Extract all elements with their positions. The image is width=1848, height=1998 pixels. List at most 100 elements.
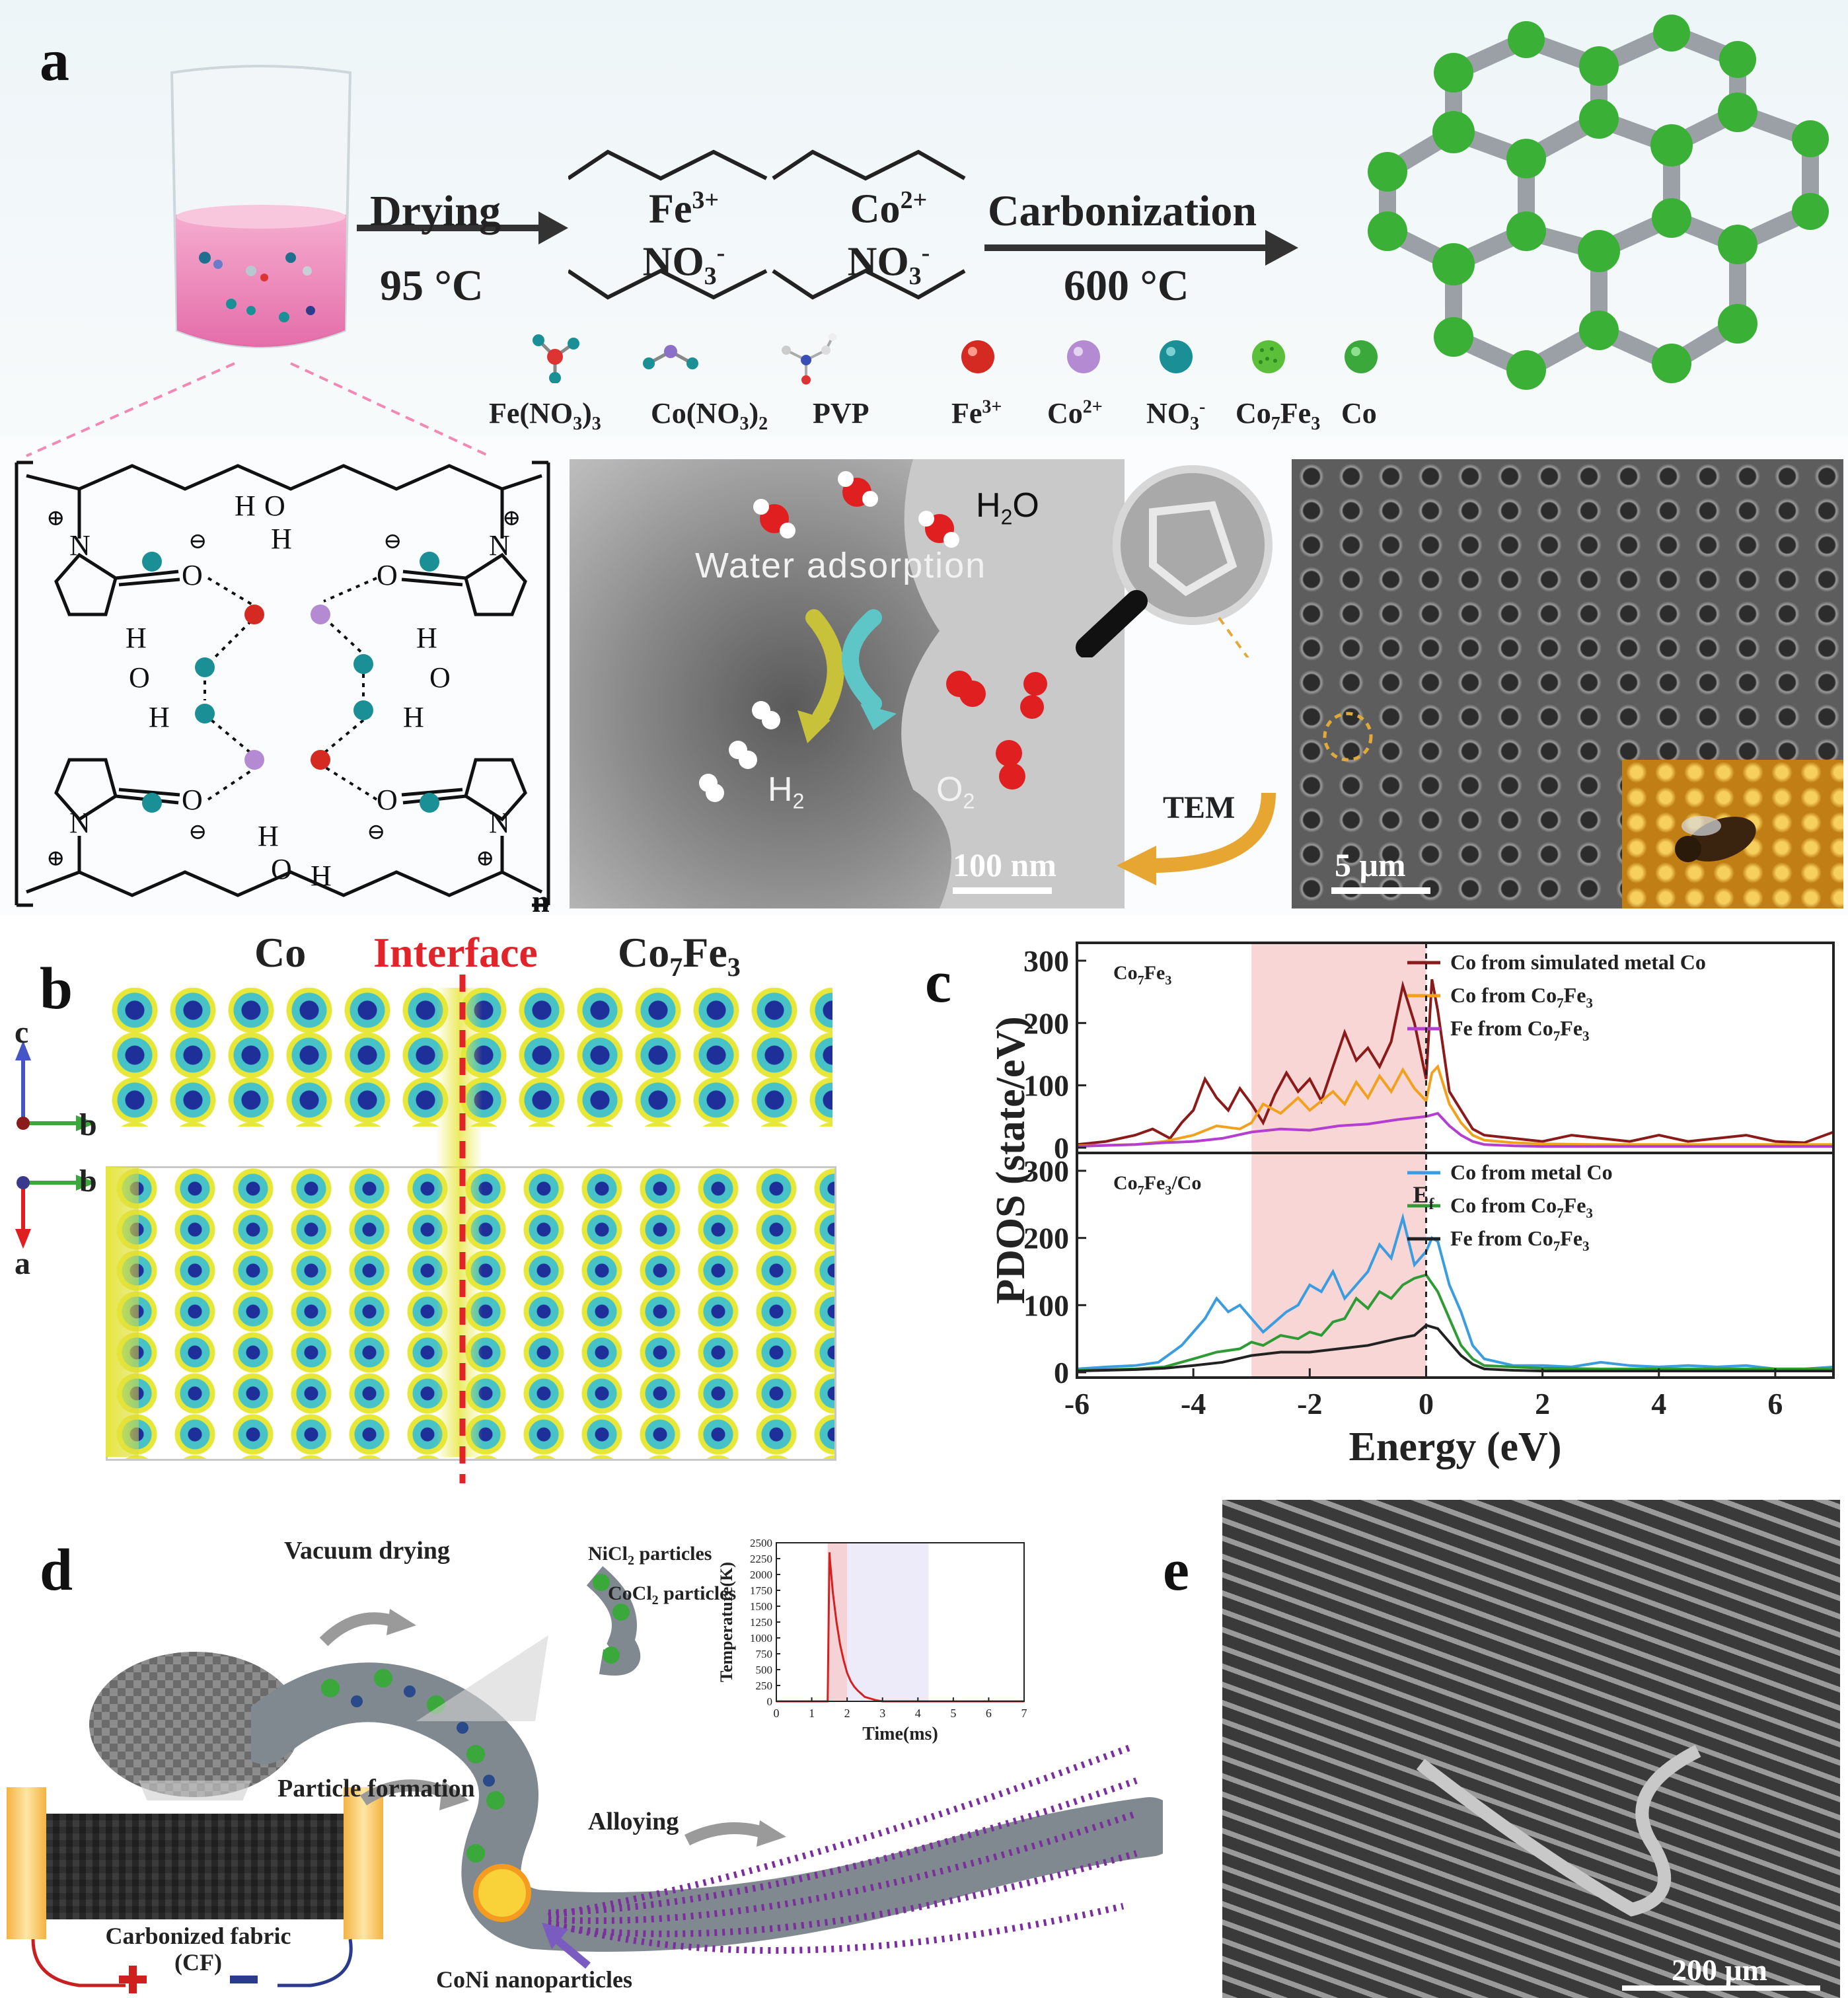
panel-a: a Drying 95 °C Fe3+ NO3- Co2+: [0, 0, 1848, 915]
co7fe3-particle-icon: [1252, 340, 1285, 373]
sem-fibers-overlay: [1416, 1745, 1820, 1991]
inset-ytick-label: 1500: [750, 1600, 772, 1613]
legend-co-nitrate-tail: ): [749, 397, 759, 429]
magnifier-icon: [1076, 465, 1273, 657]
axis-b2-label: b: [79, 1164, 97, 1199]
legend-co-nitrate-sub: 3: [739, 413, 749, 434]
pdos-ytick-label: 200: [1023, 1006, 1069, 1040]
legend-co-ion-text: Co: [1047, 397, 1083, 429]
zoom-guide-lines: [26, 362, 490, 457]
pdos-xtick-label: -4: [1181, 1387, 1206, 1421]
svg-text:⊕: ⊕: [46, 846, 65, 871]
tem-o2-sub: 2: [963, 789, 975, 813]
fiber-strand-illustration: [251, 1566, 1163, 1969]
panel-label-d: d: [40, 1537, 73, 1603]
axis-c-label: c: [15, 1015, 29, 1050]
tem-arrow-label: TEM: [1163, 790, 1236, 825]
legend-nitrate-text: NO: [1146, 397, 1190, 429]
inset-xtick-label: 4: [915, 1707, 921, 1720]
nicl2-text: NiCl: [588, 1543, 628, 1565]
axis-indicator-top: [15, 1041, 96, 1131]
legend-label-co-nitrate: Co(NO3)2: [651, 396, 768, 435]
sem-fibers-scale-label: 200 μm: [1672, 1953, 1767, 1987]
circuit-wires: [31, 1939, 353, 1987]
pdos-xtick-label: 4: [1651, 1387, 1666, 1421]
pvp-molecule-icon: [782, 333, 836, 385]
inset-ytick-label: 1750: [750, 1584, 772, 1597]
tem-o2-label: O2: [936, 770, 975, 813]
tem-image: H2O Water adsorption H2 O2 100 nm: [570, 459, 1125, 908]
header-co7fe3-co: Co: [618, 929, 670, 976]
interface-accumulation-left: [106, 1166, 139, 1457]
pdos-legend-label: Co from metal Co: [1450, 1160, 1613, 1184]
pdos-series-line-top-1: [1076, 1064, 1833, 1148]
tem-o2-o: O: [936, 770, 963, 809]
pdos-xtick-label: -6: [1064, 1387, 1090, 1421]
salt-fe-charge: 3+: [692, 186, 720, 214]
tem-h2o-h: H: [976, 486, 1001, 525]
tem-h2-label: H2: [768, 770, 804, 813]
pdos-xtick-label: -2: [1297, 1387, 1322, 1421]
legend-fe-nitrate-tail: ): [582, 397, 592, 429]
bee-honeycomb-photo: [1622, 760, 1843, 908]
legend-label-pvp: PVP: [813, 397, 869, 429]
svg-text:O: O: [271, 853, 292, 885]
cocl2-sub: 2: [651, 1593, 659, 1608]
cocl2-text: CoCl: [608, 1582, 652, 1604]
svg-text:⊕: ⊕: [502, 506, 521, 531]
alloying-label: Alloying: [588, 1808, 679, 1835]
sem-honeycomb-image: 5 μm: [1292, 459, 1843, 908]
cocl2-label: CoCl2 particles: [608, 1582, 736, 1608]
panel-label-e: e: [1163, 1537, 1189, 1603]
inset-xtick-label: 5: [950, 1707, 956, 1720]
svg-text:O: O: [182, 784, 203, 816]
legend-fe-nitrate-sub2: 3: [591, 413, 601, 434]
negative-terminal-icon: [230, 1976, 258, 1983]
pdos-ytick-label: 0: [1054, 1356, 1069, 1389]
bee-icon: [1675, 816, 1756, 862]
svg-text:O: O: [429, 661, 451, 694]
pdos-x-axis-title: Energy (eV): [1349, 1424, 1562, 1469]
legend-fe-nitrate-text: Fe(NO: [489, 397, 573, 429]
legend-label-nitrate: NO3-: [1146, 396, 1205, 435]
svg-text:⊖: ⊖: [188, 529, 207, 554]
beaker-illustration: [170, 65, 352, 348]
pdos-legend-label: Fe from Co7Fe3: [1450, 1016, 1590, 1044]
fe-ion-sphere-icon: [961, 340, 994, 373]
inset-ytick-label: 0: [767, 1695, 773, 1708]
inset-xtick-label: 3: [879, 1707, 885, 1720]
nicl2-sub: 2: [628, 1553, 634, 1568]
legend-fe-ion-sup: 3+: [982, 396, 1002, 418]
salt-co-sub: 3: [908, 262, 922, 290]
svg-text:O: O: [377, 559, 398, 591]
co-ion-sphere-icon: [1067, 340, 1100, 373]
pdos-pane-title: Co7Fe3: [1113, 962, 1171, 988]
svg-text:O: O: [129, 661, 150, 694]
hydrogen-molecule-icons: [699, 701, 780, 802]
pdos-ytick-label: 300: [1023, 1154, 1069, 1188]
pdos-xtick-label: 0: [1419, 1387, 1434, 1421]
svg-text:H: H: [235, 490, 256, 522]
pdos-ytick-label: 200: [1023, 1222, 1069, 1255]
salt-co-charge: 2+: [900, 186, 928, 214]
legend-co-nitrate-sub2: 2: [758, 413, 768, 434]
sem-scale-bar-label: 5 μm: [1335, 846, 1406, 883]
inset-ytick-label: 1000: [750, 1632, 772, 1645]
svg-text:N: N: [69, 529, 91, 562]
panel-label-a: a: [40, 28, 69, 93]
pdos-ytick-label: 100: [1023, 1288, 1069, 1322]
left-electrode: [7, 1787, 46, 1939]
header-co: Co: [254, 929, 307, 976]
legend-co-ion-sup: 2+: [1082, 396, 1103, 418]
header-co7fe3-sub2: 3: [727, 951, 741, 982]
tem-h2-sub: 2: [792, 789, 805, 813]
carbonization-temperature: 600 °C: [1064, 262, 1189, 310]
salt-fe-sup: -: [716, 239, 725, 267]
axis-a-label: a: [15, 1246, 30, 1281]
pdos-ytick-label: 300: [1023, 944, 1069, 978]
svg-text:N: N: [489, 529, 510, 562]
inset-ytick-label: 750: [756, 1648, 773, 1660]
interface-dashed-line: [459, 975, 466, 1483]
